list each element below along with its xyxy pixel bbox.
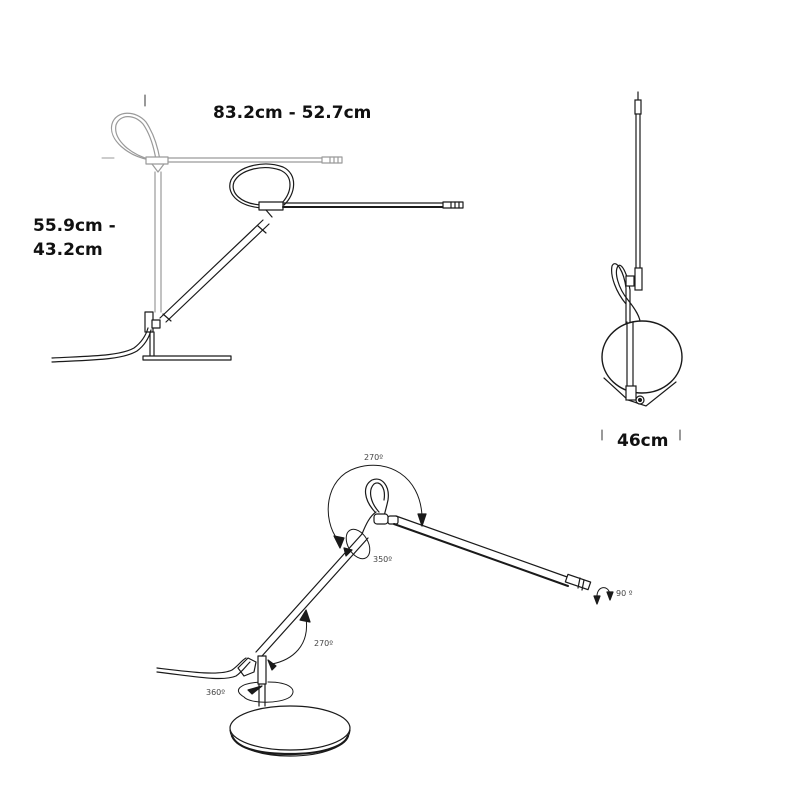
perspective-view [156,464,614,757]
height-dimension-label: 55.9cm - 43.2cm [33,214,123,262]
head-pivot-angle-label: 270º [364,453,384,462]
height-dimension-line2: 43.2cm [33,240,103,260]
base-rotation-angle-label: 360º [206,688,226,697]
reach-dimension-label: 83.2cm - 52.7cm [213,103,372,123]
ghost-lamp-position [110,112,343,313]
height-dimension-line1: 55.9cm - [33,216,116,236]
base-diameter-label: 46cm [617,431,669,451]
side-view [51,94,464,363]
front-view [601,91,683,441]
arm-swivel-angle-label: 350º [373,555,393,564]
rotation-arrow-360 [238,681,294,703]
elbow-angle-label: 270º [314,639,334,648]
rotation-arrow-270-elbow [271,617,308,665]
extended-lamp-position [51,163,464,363]
rotation-arrow-270-head [327,464,423,541]
head-tilt-angle-label: 90 º [616,589,633,598]
